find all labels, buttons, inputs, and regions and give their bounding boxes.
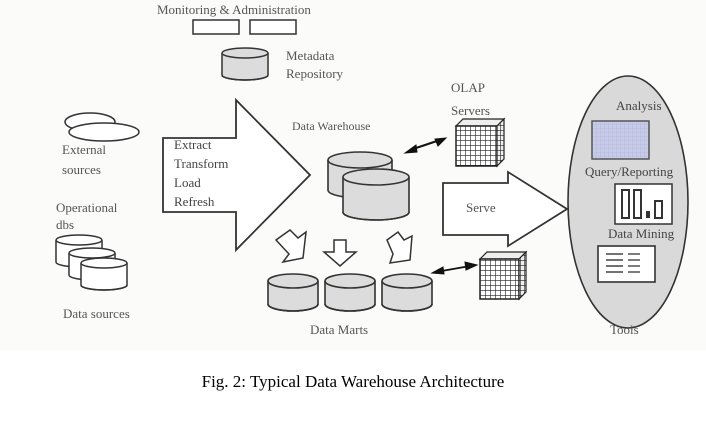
data-mart-cylinders: [267, 273, 433, 312]
data-sources-label: Data sources: [63, 306, 130, 321]
etl-step-load: Load: [174, 175, 201, 190]
bar-chart-icon: [614, 183, 673, 225]
serve-label: Serve: [466, 200, 496, 215]
query-reporting-label: Query/Reporting: [585, 164, 674, 179]
analysis-grid-icon: [591, 120, 650, 160]
data-marts-label: Data Marts: [310, 322, 369, 337]
external-source-2: [68, 122, 140, 142]
monitoring-label: Monitoring & Administration: [157, 2, 311, 17]
architecture-diagram: Monitoring & Administration Metadata Rep…: [55, 2, 689, 337]
marts-olap-double-arrow: [430, 261, 479, 275]
data-warehouse-cylinders: [327, 151, 410, 221]
mart-arrow-right: [386, 230, 413, 264]
metadata-label-line2: Repository: [286, 66, 344, 81]
olap-cube-bottom: [478, 250, 528, 301]
data-mining-label: Data Mining: [608, 226, 675, 241]
external-label-line2: sources: [62, 162, 101, 177]
operational-label-line2: dbs: [56, 217, 75, 232]
olap-label-line1: OLAP: [451, 80, 485, 95]
analysis-label: Analysis: [616, 98, 662, 113]
operational-label-line1: Operational: [56, 200, 118, 215]
mart-arrow-center: [322, 239, 358, 267]
etl-arrow: [162, 97, 312, 253]
serve-arrow: [442, 170, 569, 248]
operational-db-cylinders: [55, 234, 128, 291]
etl-step-extract: Extract: [174, 137, 212, 152]
metadata-repository-cylinder: [221, 47, 269, 81]
data-warehouse-label: Data Warehouse: [292, 119, 371, 133]
mart-arrow-left: [274, 229, 307, 264]
olap-label-line2: Servers: [451, 103, 490, 118]
external-label-line1: External: [62, 142, 107, 157]
document-icon: [597, 245, 656, 283]
diagram-canvas: [55, 19, 689, 329]
dw-olap-double-arrow: [403, 137, 448, 154]
etl-step-refresh: Refresh: [174, 194, 215, 209]
metadata-label-line1: Metadata: [286, 48, 335, 63]
etl-step-transform: Transform: [174, 156, 229, 171]
monitoring-box-1: [192, 19, 240, 35]
figure-caption: Fig. 2: Typical Data Warehouse Architect…: [201, 372, 505, 391]
tools-label: Tools: [610, 322, 639, 337]
monitoring-box-2: [249, 19, 297, 35]
olap-cube-top: [454, 117, 506, 168]
